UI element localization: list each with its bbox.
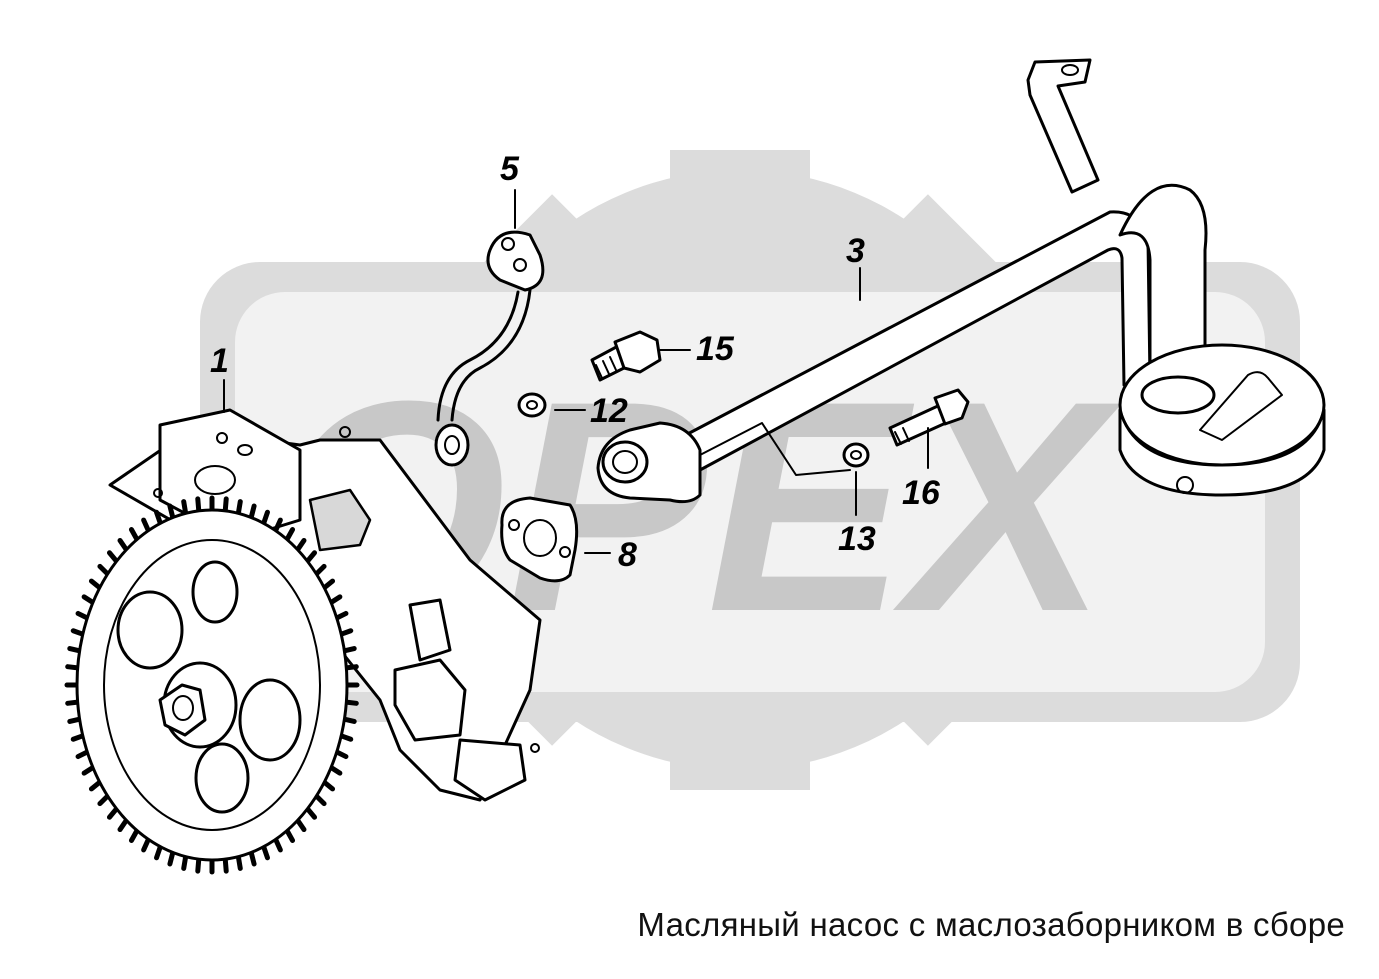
gear-tooth [261,509,270,526]
gear-tooth [81,594,96,606]
bolt-16 [888,388,970,447]
gear-tooth [141,836,151,853]
gear-tooth [341,716,357,724]
gear-tooth [181,854,189,871]
gear-tooth [261,844,270,861]
gear-tooth [248,849,257,867]
gear-tooth [128,828,140,843]
gear-tooth [88,779,103,792]
gear-tooth [321,578,336,591]
gear-tooth [248,503,257,521]
gear-tooth [181,499,189,516]
gear-tooth [75,610,90,621]
gear-tooth [167,849,176,867]
gear-tooth [321,779,336,792]
callout-15: 15 [696,330,735,368]
gear-tooth [313,793,327,807]
gear-tooth [222,856,229,874]
gear-tooth [154,844,163,861]
gear-tooth [141,517,151,534]
oil-pickup-tube [596,58,1326,504]
gear-tooth [295,537,307,553]
gear-tooth [106,550,120,564]
callout-3: 3 [846,232,865,270]
gear-tooth [65,699,81,706]
gear-tooth [334,610,349,621]
gear-tooth [106,806,120,820]
gear-tooth [195,856,202,874]
callout-16: 16 [902,474,941,512]
gear-tooth [273,517,283,534]
gasket-8 [500,496,579,583]
gear-tooth [88,578,103,591]
gear-tooth [70,733,86,742]
gear-tooth [167,503,176,521]
oil-line [434,230,545,467]
gear-tooth [284,527,296,542]
diagram-caption: Масляный насос с маслозаборником в сборе [637,906,1345,943]
gear-tooth [341,646,357,654]
callout-12: 12 [590,392,628,430]
gear-tooth [70,628,86,637]
callout-13: 13 [838,520,876,558]
gear-tooth [338,628,354,637]
gear-tooth [222,496,229,514]
gear-tooth [81,764,96,776]
gear-tooth [343,699,359,706]
washer-13 [842,442,870,468]
leader-lines [223,189,929,554]
drive-gear [64,495,360,875]
gear-tooth [328,594,343,606]
gear-tooth [67,646,83,654]
gear-tooth [328,764,343,776]
gear-tooth [195,496,202,514]
washer-12 [517,392,547,418]
gear-tooth [304,806,318,820]
gear-tooth [65,664,81,671]
gear-tooth [313,563,327,577]
gear-tooth [128,527,140,542]
gear-tooth [97,793,111,807]
callouts: 1 3 5 8 12 13 15 16 [210,150,941,574]
gear-tooth [334,749,349,760]
gear-tooth [67,716,83,724]
gear-tooth [343,664,359,671]
callout-5: 5 [500,150,520,188]
gear-tooth [117,817,129,833]
gear-tooth [154,509,163,526]
gear-tooth [235,854,243,871]
gear-tooth [235,499,243,516]
gear-tooth [304,550,318,564]
gear-tooth [97,563,111,577]
gear-tooth [75,749,90,760]
callout-1: 1 [210,342,229,380]
gear-tooth [117,537,129,553]
gear-tooth [284,828,296,843]
bolt-15 [590,330,662,382]
callout-8: 8 [618,536,637,574]
gear-tooth [273,836,283,853]
gear-tooth [295,817,307,833]
gear-tooth [338,733,354,742]
